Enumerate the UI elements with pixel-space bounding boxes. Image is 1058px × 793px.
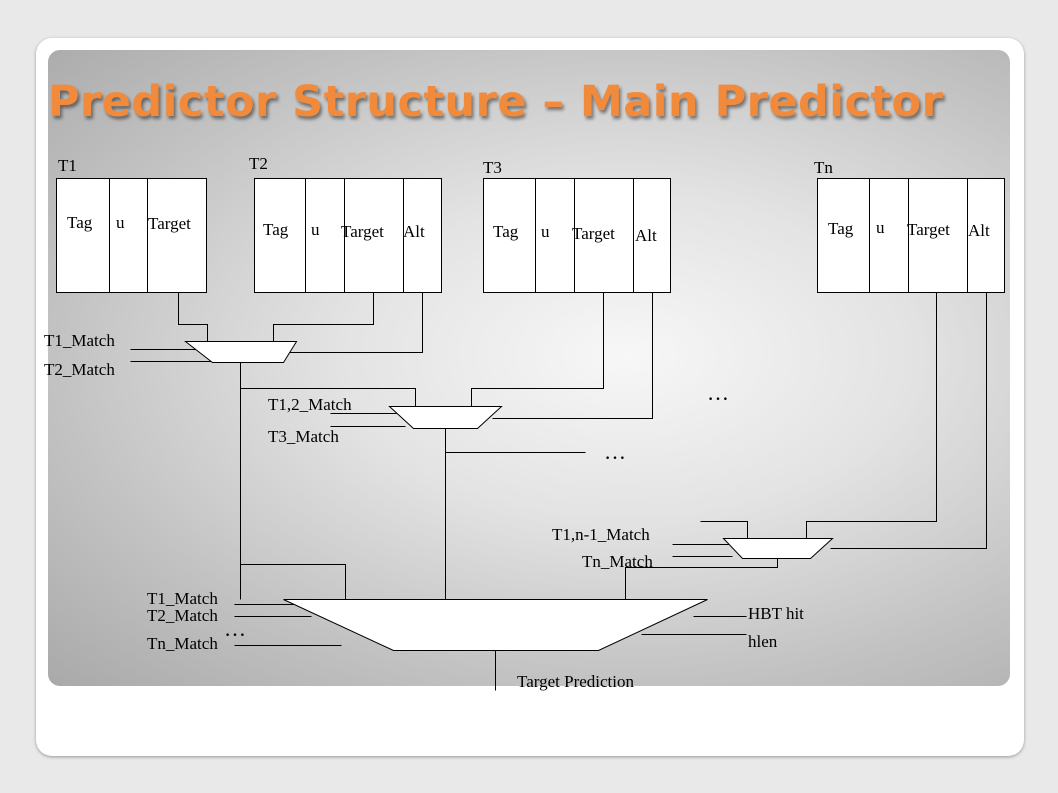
table-tn-name: Tn [814, 158, 833, 177]
t1-target-field: Target [148, 214, 191, 233]
final-input-hlen: hlen [748, 632, 778, 651]
t2-target-field: Target [341, 222, 384, 241]
tn-alt-field: Alt [968, 221, 990, 240]
table-tn [817, 178, 1005, 293]
ellipsis-upper-right: … [707, 380, 729, 405]
t2-u-field: u [311, 220, 320, 239]
t2-tag-field: Tag [263, 220, 289, 239]
mux1-input-t2-match: T2_Match [44, 360, 115, 379]
t1-u-field: u [116, 213, 125, 232]
table-t3-name: T3 [483, 158, 502, 177]
slide-panel [48, 50, 1010, 686]
table-t2 [254, 178, 442, 293]
table-t1-name: T1 [58, 156, 77, 175]
t3-tag-field: Tag [493, 222, 519, 241]
mux-n [722, 538, 834, 559]
muxn-input-t1n1-match: T1,n-1_Match [552, 525, 650, 544]
tn-u-field: u [876, 218, 885, 237]
ellipsis-middle: … [604, 439, 626, 464]
ellipsis-final-inputs: … [224, 616, 246, 641]
muxn-input-tn-match: Tn_Match [582, 552, 653, 571]
tn-target-field: Target [907, 220, 950, 239]
tn-tag-field: Tag [828, 219, 854, 238]
table-t3 [483, 178, 671, 293]
table-t1 [56, 178, 207, 293]
final-input-t2-match: T2_Match [147, 606, 218, 625]
mux-2 [388, 406, 503, 429]
t2-alt-field: Alt [403, 222, 425, 241]
slide-title: Predictor Structure – Main Predictor [48, 77, 944, 127]
mux2-input-t12-match: T1,2_Match [268, 395, 352, 414]
target-prediction-label: Target Prediction [517, 672, 634, 691]
final-mux [283, 599, 708, 651]
final-input-hbt-hit: HBT hit [748, 604, 804, 623]
mux2-input-t3-match: T3_Match [268, 427, 339, 446]
final-input-tn-match: Tn_Match [147, 634, 218, 653]
t1-tag-field: Tag [67, 213, 93, 232]
mux1-input-t1-match: T1_Match [44, 331, 115, 350]
mux-1 [184, 341, 298, 363]
table-t2-name: T2 [249, 154, 268, 173]
t3-target-field: Target [572, 224, 615, 243]
final-input-t1-match: T1_Match [147, 589, 218, 608]
t3-u-field: u [541, 222, 550, 241]
t3-alt-field: Alt [635, 226, 657, 245]
